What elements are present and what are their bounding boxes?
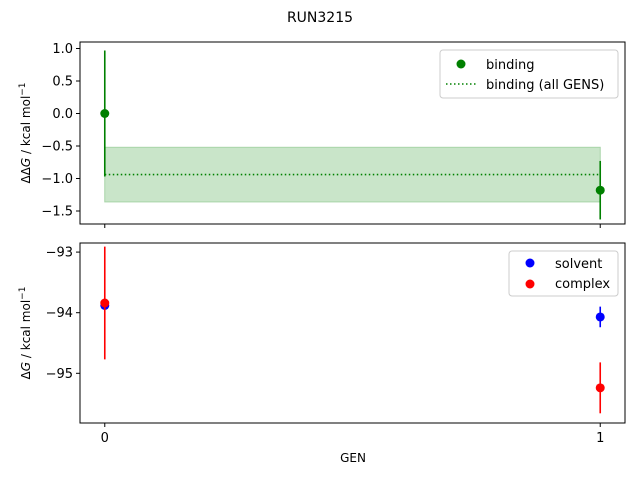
energy-marks (100, 246, 605, 414)
ylabel-symbol: G (19, 362, 33, 371)
binding-ytick-label: −1.0 (41, 172, 73, 187)
binding-y-ticks: 1.0 0.5 0.0 −0.5 −1.0 −1.5 (41, 42, 80, 220)
energy-y-axis-label: ΔG / kcal mol−1 (18, 287, 33, 380)
binding-legend-marker (456, 59, 466, 69)
figure-title: RUN3215 (287, 10, 353, 26)
energy-panel-frame (79, 242, 626, 424)
solvent-legend-label: solvent (555, 257, 602, 272)
binding-all-gens-legend-label: binding (all GENS) (486, 78, 604, 93)
ylabel-units: / kcal mol (19, 96, 33, 158)
binding-ytick-label: −0.5 (41, 140, 73, 155)
solvent-point (595, 312, 605, 322)
ylabel-symbol: G (19, 158, 33, 167)
energy-ytick-label: −93 (46, 246, 73, 261)
solvent-legend-marker (525, 258, 535, 268)
energy-xtick-label: 1 (596, 431, 604, 446)
complex-point (100, 298, 110, 308)
binding-ytick-label: 0.0 (52, 107, 73, 122)
ylabel-units: / kcal mol (19, 300, 33, 362)
binding-y-axis-label: ΔΔG / kcal mol−1 (18, 82, 33, 183)
ylabel-delta: Δ (19, 370, 33, 379)
ylabel-exponent: −1 (18, 287, 28, 300)
binding-point (595, 185, 605, 195)
ylabel-exponent: −1 (18, 82, 28, 95)
binding-all-gens-band-layer (104, 146, 601, 203)
binding-x-ticks (104, 224, 601, 228)
complex-point (595, 383, 605, 393)
binding-panel-frame (79, 41, 626, 225)
energy-ytick-label: −94 (46, 306, 73, 321)
binding-marks (100, 50, 605, 220)
binding-ytick-label: 0.5 (52, 75, 73, 90)
binding-ytick-label: 1.0 (52, 42, 73, 57)
energy-legend-box (508, 250, 619, 297)
x-axis-label: GEN (340, 451, 366, 465)
binding-panel: 1.0 0.5 0.0 −0.5 −1.0 −1.5 ΔΔG / kcal mol−1 b… (18, 41, 626, 228)
ylabel-delta: ΔΔ (19, 166, 33, 183)
energy-ytick-label: −95 (46, 367, 73, 382)
binding-point (100, 109, 110, 118)
energy-legend: solvent complex (508, 250, 619, 297)
complex-legend-marker (525, 279, 535, 289)
complex-legend-label: complex (555, 277, 610, 292)
energy-xtick-label: 0 (101, 431, 109, 446)
energy-y-ticks: −93 −94 −95 (46, 246, 80, 382)
binding-legend-label: binding (486, 58, 534, 73)
binding-ytick-label: −1.5 (41, 205, 73, 220)
binding-legend: binding binding (all GENS) (439, 49, 619, 99)
binding-legend-box (439, 49, 619, 99)
